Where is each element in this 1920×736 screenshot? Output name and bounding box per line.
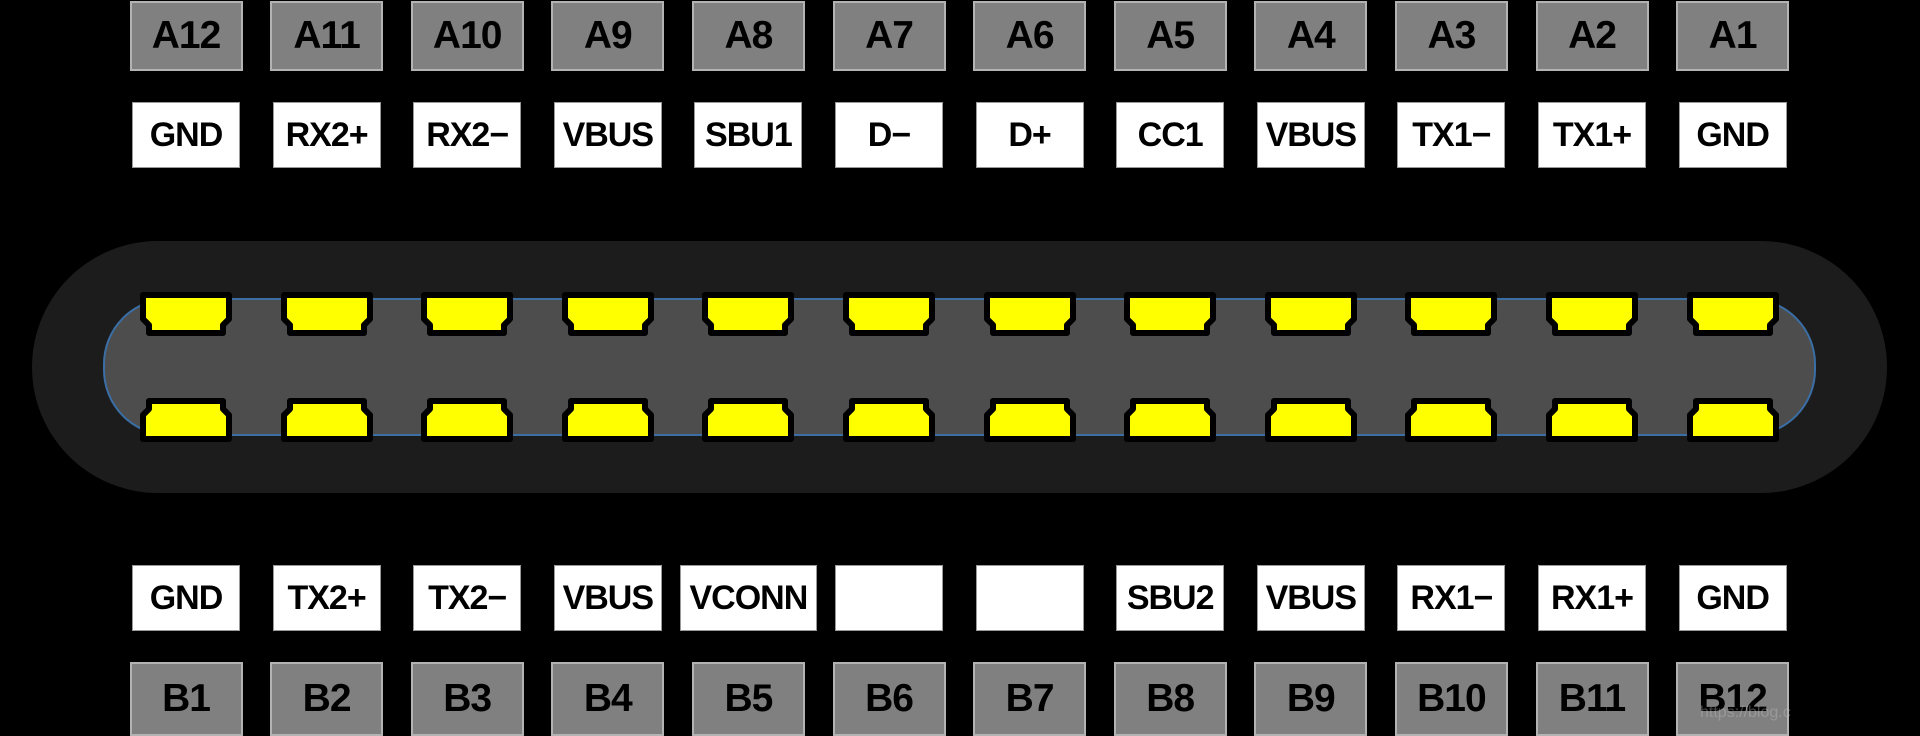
pin-signal-a: CC1 — [1116, 102, 1225, 168]
pin-signal-b: RX1+ — [1538, 565, 1646, 631]
pin-signal-a: GND — [132, 102, 240, 168]
contact-pin-b — [1546, 398, 1638, 442]
contact-pin-b — [702, 398, 795, 442]
pin-signal-a: RX2+ — [272, 102, 381, 168]
pin-signal-b: VBUS — [553, 565, 662, 631]
pin-number-b: B8 — [1113, 662, 1227, 736]
pin-signal-b: RX1− — [1397, 565, 1506, 631]
contact-pin-b — [140, 398, 232, 442]
pin-signal-b: VBUS — [1256, 565, 1365, 631]
pin-number-a: A7 — [832, 1, 946, 71]
contact-pin-a — [1264, 292, 1357, 336]
pin-signal-a: TX1+ — [1538, 102, 1646, 168]
pin-number-b: B4 — [551, 662, 665, 736]
pin-number-a: A12 — [129, 1, 243, 71]
contact-pin-b — [843, 398, 935, 442]
contact-pin-a — [1124, 292, 1217, 336]
pin-number-b: B3 — [410, 662, 524, 736]
pin-number-b: B12 — [1676, 662, 1790, 736]
pin-number-b: B10 — [1394, 662, 1508, 736]
watermark: https://blog.c — [1700, 704, 1791, 721]
pin-number-a: A1 — [1676, 1, 1790, 71]
pin-number-a: A3 — [1394, 1, 1508, 71]
pin-signal-a: D+ — [975, 102, 1084, 168]
pin-signal-a: GND — [1678, 102, 1787, 168]
pin-number-a: A9 — [551, 1, 665, 71]
pin-signal-b — [835, 565, 943, 631]
pin-number-b: B11 — [1535, 662, 1649, 736]
pin-number-a: A4 — [1254, 1, 1368, 71]
pin-number-a: A10 — [410, 1, 524, 71]
pin-number-b: B7 — [973, 662, 1087, 736]
contact-pin-b — [421, 398, 514, 442]
contact-pin-a — [983, 292, 1076, 336]
pin-number-b: B1 — [129, 662, 243, 736]
pin-number-a: A2 — [1535, 1, 1649, 71]
contact-pin-b — [1686, 398, 1779, 442]
contact-pin-b — [1124, 398, 1217, 442]
pin-number-a: A5 — [1113, 1, 1227, 71]
contact-pin-b — [1405, 398, 1498, 442]
contact-pin-b — [983, 398, 1076, 442]
pin-signal-a: D− — [835, 102, 943, 168]
contact-pin-a — [421, 292, 514, 336]
pin-number-a: A8 — [691, 1, 805, 71]
pin-signal-a: TX1− — [1397, 102, 1506, 168]
pin-number-b: B5 — [691, 662, 805, 736]
pin-signal-a: VBUS — [1256, 102, 1365, 168]
pin-signal-b: VCONN — [679, 565, 817, 631]
connector-cavity — [103, 298, 1816, 436]
pin-signal-b: GND — [132, 565, 240, 631]
contact-pin-a — [1686, 292, 1779, 336]
pin-number-a: A6 — [973, 1, 1087, 71]
pin-signal-a: RX2− — [413, 102, 522, 168]
contact-pin-a — [1546, 292, 1638, 336]
pin-signal-a: SBU1 — [694, 102, 803, 168]
contact-pin-a — [280, 292, 373, 336]
contact-pin-a — [702, 292, 795, 336]
pin-number-b: B6 — [832, 662, 946, 736]
pin-signal-b: GND — [1678, 565, 1787, 631]
pin-number-b: B9 — [1254, 662, 1368, 736]
pin-signal-b: SBU2 — [1116, 565, 1225, 631]
pin-number-a: A11 — [270, 1, 384, 71]
contact-pin-a — [140, 292, 232, 336]
contact-pin-a — [1405, 292, 1498, 336]
pin-signal-a: VBUS — [553, 102, 662, 168]
contact-pin-b — [1264, 398, 1357, 442]
contact-pin-a — [843, 292, 935, 336]
pin-signal-b: TX2+ — [272, 565, 381, 631]
pin-signal-b — [975, 565, 1084, 631]
contact-pin-b — [280, 398, 373, 442]
contact-pin-b — [561, 398, 654, 442]
pin-signal-b: TX2− — [413, 565, 522, 631]
contact-pin-a — [561, 292, 654, 336]
pin-number-b: B2 — [270, 662, 384, 736]
